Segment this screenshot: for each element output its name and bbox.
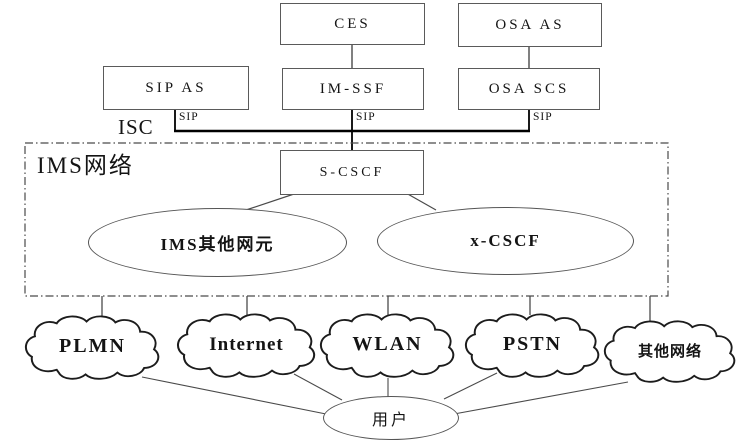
cloud-pstn-label: PSTN: [502, 333, 563, 355]
cloud-shape-wlan: [319, 313, 455, 378]
node-osa-scs-label: OSA SCS: [488, 80, 570, 97]
node-ces-label: CES: [334, 15, 371, 32]
cloud-plmn-label: PLMN: [59, 335, 126, 357]
sip-interface-label-3: SIP: [533, 111, 553, 123]
node-im-ssf-label: IM-SSF: [319, 80, 387, 97]
node-sip-as-label: SIP AS: [145, 79, 207, 96]
node-user: 用户: [323, 396, 459, 440]
isc-interface-label: ISC: [118, 115, 154, 139]
ims-network-boundary: [24, 142, 669, 297]
cloud-shape-internet: [177, 313, 316, 378]
link-internet-user: [293, 373, 343, 401]
cloud-plmn: PLMN: [23, 315, 162, 378]
cloud-internet: Internet: [175, 313, 318, 376]
cloud-shape-plmn: [24, 315, 160, 380]
node-osa-as: OSA AS: [458, 3, 602, 47]
node-s-cscf-label: S-CSCF: [319, 164, 385, 180]
node-s-cscf: S-CSCF: [280, 150, 424, 195]
cloud-wlan: WLAN: [318, 313, 457, 376]
node-osa-as-label: OSA AS: [495, 16, 565, 33]
cloud-wlan-label: WLAN: [352, 333, 423, 355]
node-ims-other-elements: IMS其他网元: [88, 208, 347, 277]
cloud-other-networks: 其他网络: [602, 320, 738, 381]
link-plmn-user: [141, 376, 327, 415]
sip-interface-label-2: SIP: [356, 111, 376, 123]
link-scscf-xcscf: [405, 192, 437, 211]
node-sip-as: SIP AS: [103, 66, 249, 110]
link-scscf-otherelements: [245, 192, 298, 211]
node-im-ssf: IM-SSF: [282, 68, 424, 110]
node-user-label: 用户: [371, 412, 410, 429]
node-ces: CES: [280, 3, 425, 45]
cloud-other-networks-label: 其他网络: [637, 344, 702, 360]
sip-interface-label-1: SIP: [179, 111, 199, 123]
cloud-shape-othernet: [603, 320, 736, 383]
node-x-cscf: x-CSCF: [377, 207, 634, 275]
node-ims-other-elements-label: IMS其他网元: [160, 235, 275, 254]
cloud-shape-pstn: [464, 313, 600, 378]
link-othernet-user: [453, 381, 629, 415]
cloud-internet-label: Internet: [209, 333, 284, 355]
node-x-cscf-label: x-CSCF: [470, 231, 541, 250]
cloud-pstn: PSTN: [463, 313, 602, 376]
ims-network-region-label: IMS网络: [37, 153, 134, 178]
link-pstn-user: [443, 372, 498, 400]
node-osa-scs: OSA SCS: [458, 68, 600, 110]
